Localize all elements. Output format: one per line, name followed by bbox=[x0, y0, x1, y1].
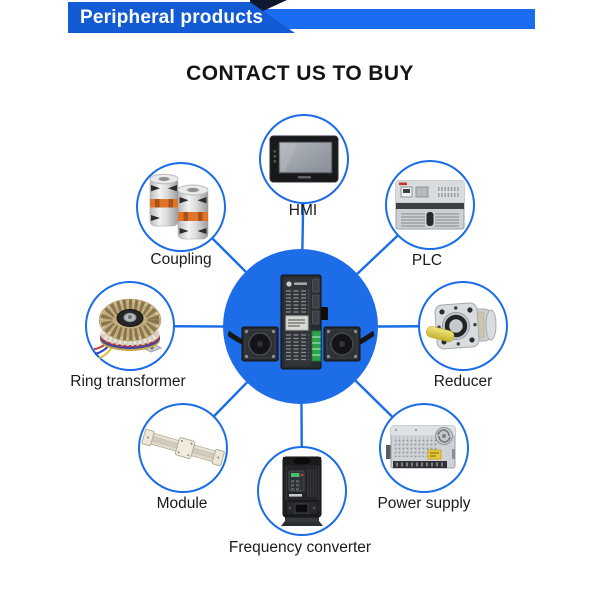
product-label-frequency-converter: Frequency converter bbox=[228, 539, 372, 556]
power-supply-image bbox=[386, 425, 456, 469]
module-image bbox=[141, 428, 225, 467]
plc-image bbox=[395, 180, 465, 230]
banner-title: Peripheral products bbox=[68, 2, 295, 33]
coupling-image bbox=[149, 173, 209, 240]
product-label-plc: PLC bbox=[411, 252, 443, 269]
page-title: CONTACT US TO BUY bbox=[186, 62, 414, 85]
product-label-hmi: HMI bbox=[288, 202, 318, 219]
hmi-image bbox=[269, 135, 339, 183]
banner-strip bbox=[255, 9, 535, 29]
product-label-power-supply: Power supply bbox=[377, 495, 471, 512]
product-node-frequency-converter bbox=[257, 446, 347, 536]
product-node-ring-transformer bbox=[85, 281, 175, 371]
product-node-hmi bbox=[259, 114, 349, 204]
hub-node bbox=[223, 249, 378, 404]
ring-transformer-image bbox=[93, 298, 163, 359]
left-motor bbox=[241, 326, 278, 361]
frequency-converter-image bbox=[281, 456, 323, 526]
product-label-coupling: Coupling bbox=[150, 251, 212, 268]
product-node-reducer bbox=[418, 281, 508, 371]
product-node-plc bbox=[385, 160, 475, 250]
product-label-module: Module bbox=[156, 495, 208, 512]
reducer-image bbox=[426, 302, 497, 350]
product-node-coupling bbox=[136, 162, 226, 252]
driver-body bbox=[280, 274, 328, 369]
product-label-reducer: Reducer bbox=[433, 373, 493, 390]
product-node-module bbox=[138, 403, 228, 493]
product-label-ring-transformer: Ring transformer bbox=[70, 373, 186, 390]
right-motor bbox=[323, 326, 360, 361]
product-node-power-supply bbox=[379, 403, 469, 493]
stepper-driver-image bbox=[227, 274, 374, 369]
